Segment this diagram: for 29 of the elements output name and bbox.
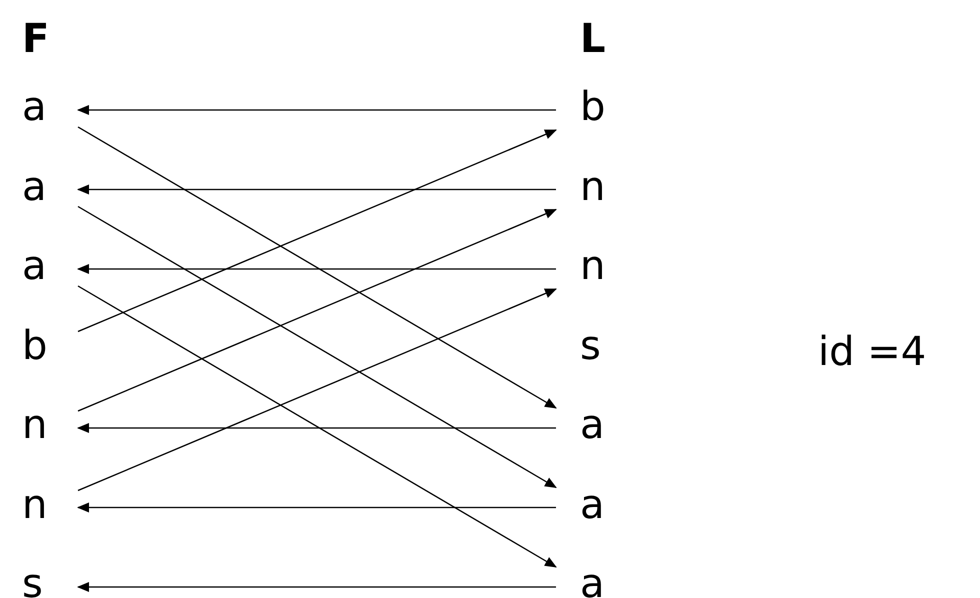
arrow (78, 288, 557, 492)
letter: a (22, 162, 78, 212)
arrow (78, 208, 557, 412)
letter: a (556, 480, 612, 530)
arrow (78, 126, 557, 409)
letter: n (556, 162, 612, 212)
letter: n (556, 241, 612, 291)
letter: a (556, 400, 612, 450)
arrow (77, 184, 556, 194)
arrow (77, 423, 556, 433)
letter: b (22, 320, 78, 370)
letter: b (556, 82, 612, 132)
column-header: L (580, 15, 606, 64)
equation-text: id =4 (818, 328, 926, 377)
arrow (77, 105, 556, 115)
column-header: F (22, 15, 50, 64)
arrow (77, 582, 556, 592)
arrow (77, 502, 556, 512)
arrow (78, 129, 557, 332)
letter: s (556, 320, 612, 370)
letter: s (22, 559, 78, 598)
letter: n (22, 480, 78, 530)
letter: a (22, 82, 78, 132)
arrow (78, 206, 557, 488)
letter: n (22, 400, 78, 450)
arrow (78, 285, 557, 568)
arrow (77, 264, 556, 274)
letter: a (556, 559, 612, 598)
letter: a (22, 241, 78, 291)
